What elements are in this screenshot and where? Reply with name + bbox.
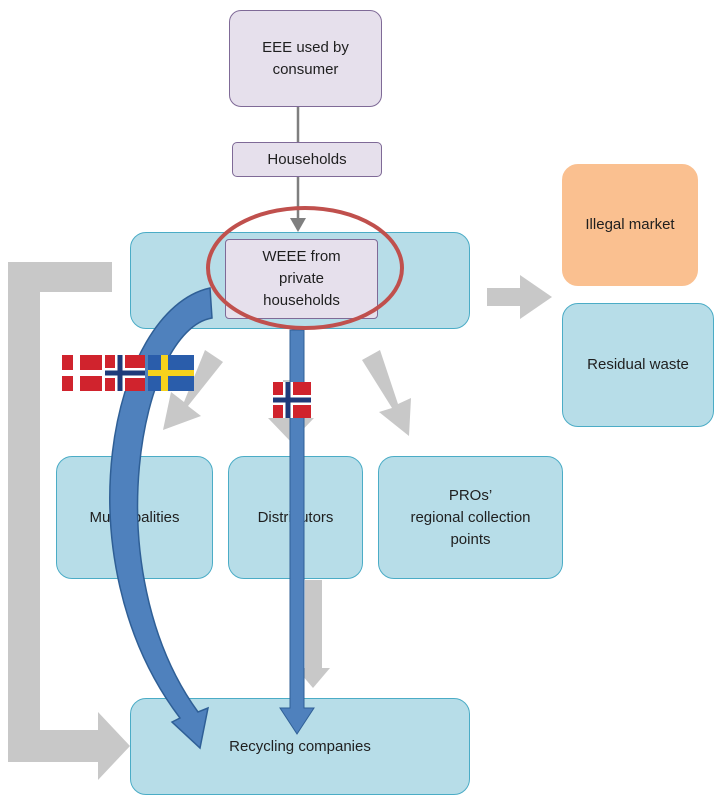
sweden-flag <box>148 355 194 391</box>
arrow-to-pros <box>362 350 411 436</box>
residual-waste-box: Residual waste <box>562 303 714 427</box>
norway-flag <box>273 382 311 418</box>
highlight-ring <box>206 206 404 330</box>
arrow-to-residual <box>487 275 552 319</box>
pros-collection-points-box: PROs’ regional collection points <box>378 456 563 579</box>
weee-from-private-households-box: WEEE from private households <box>225 239 378 319</box>
denmark-flag <box>62 355 102 391</box>
eee-used-by-consumer-box: EEE used by consumer <box>229 10 382 107</box>
left-bracket-arrow <box>8 262 130 780</box>
households-box: Households <box>232 142 382 177</box>
arrow-distributors-to-recycling <box>296 580 330 688</box>
illegal-market-box: Illegal market <box>562 164 698 286</box>
connector-households-weee-head <box>290 218 306 232</box>
norway-flag <box>105 355 145 391</box>
